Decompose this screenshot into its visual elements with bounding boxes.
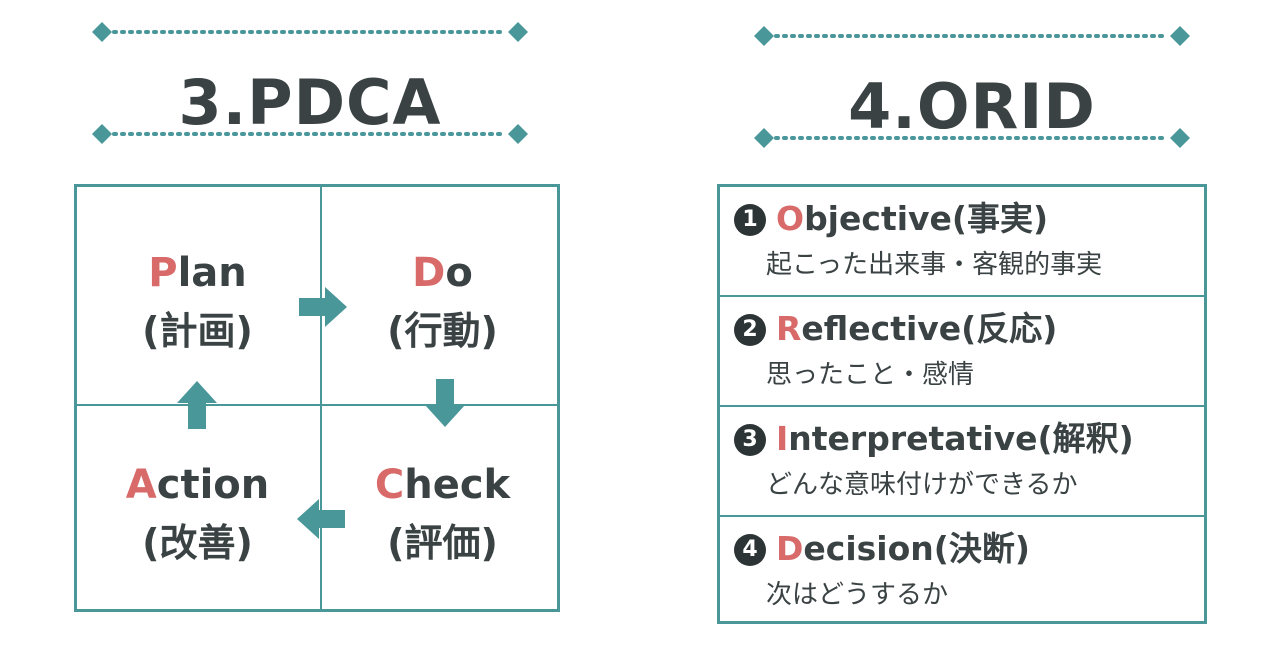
number-badge-icon: 2 — [734, 314, 766, 346]
arrow-down-icon — [425, 379, 465, 427]
dotted-divider-bottom — [92, 124, 528, 144]
number-badge-icon: 4 — [734, 534, 766, 566]
grid-divider-horizontal — [77, 404, 557, 406]
arrow-up-icon — [177, 381, 217, 429]
grid-divider-vertical — [320, 187, 322, 609]
orid-description: 思ったこと・感情 — [766, 360, 975, 390]
row-divider — [720, 295, 1204, 297]
do-label: Do — [412, 250, 473, 296]
action-label: Action — [125, 462, 270, 508]
plan-label-ja: (計画) — [142, 309, 253, 353]
dotted-divider-top — [92, 22, 528, 42]
plan-label: Plan — [148, 250, 247, 296]
pdca-cell-check: Check (評価) — [322, 457, 563, 573]
pdca-title: 3.PDCA — [178, 66, 442, 139]
orid-description: どんな意味付けができるか — [766, 470, 1078, 500]
number-badge-icon: 1 — [734, 204, 766, 236]
pdca-cell-plan: Plan (計画) — [77, 245, 318, 361]
row-divider — [720, 405, 1204, 407]
arrow-right-icon — [299, 287, 347, 327]
check-label-ja: (評価) — [387, 521, 498, 565]
orid-description: 次はどうするか — [766, 580, 949, 610]
orid-description: 起こった出来事・客観的事実 — [766, 250, 1103, 280]
pdca-cell-do: Do (行動) — [322, 245, 563, 361]
arrow-left-icon — [297, 499, 345, 539]
dotted-divider-top — [754, 26, 1190, 46]
action-label-ja: (改善) — [142, 521, 253, 565]
number-badge-icon: 3 — [734, 424, 766, 456]
do-label-ja: (行動) — [387, 309, 498, 353]
dotted-divider-bottom — [754, 128, 1190, 148]
check-label: Check — [374, 462, 511, 508]
pdca-grid: Plan (計画) Do (行動) Action (改善) Check (評価) — [74, 184, 560, 612]
row-divider — [720, 515, 1204, 517]
pdca-cell-action: Action (改善) — [77, 457, 318, 573]
orid-title: 4.ORID — [848, 70, 1096, 143]
